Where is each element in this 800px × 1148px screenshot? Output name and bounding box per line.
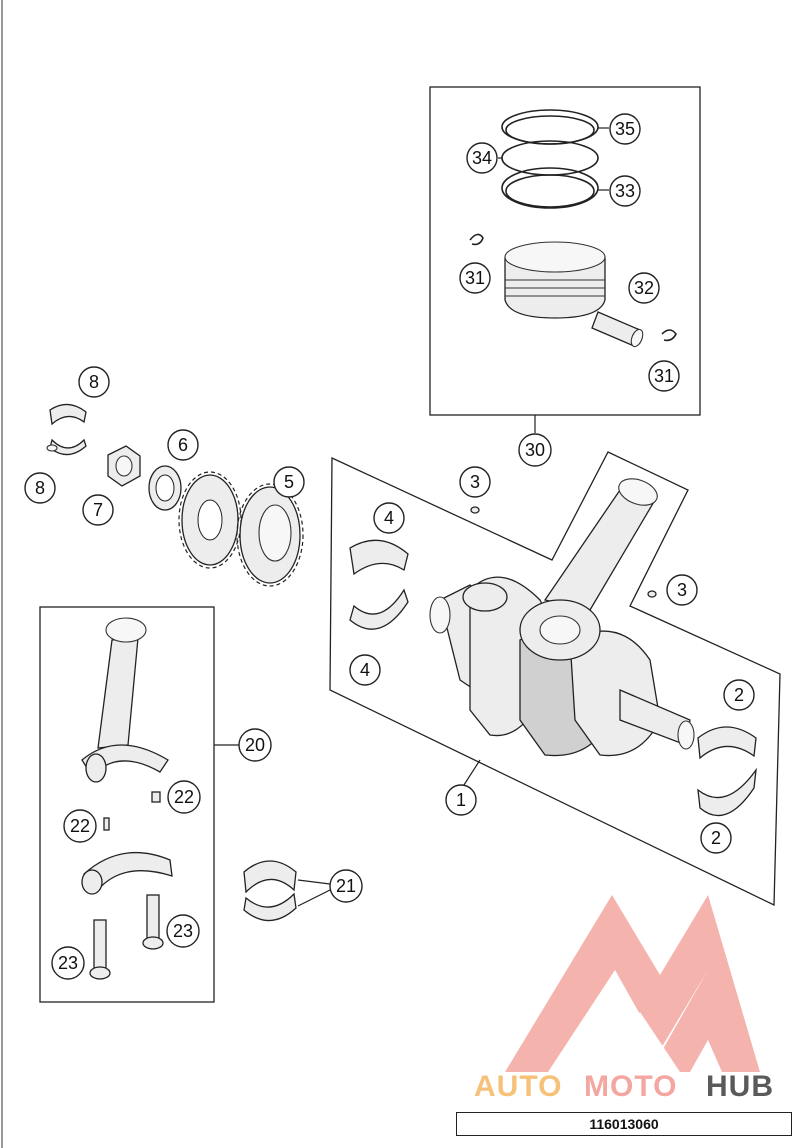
label-31a: 31 [459,262,491,294]
svg-text:1: 1 [456,790,466,810]
label-20: 20 [238,728,272,762]
dowel-3a [470,506,480,514]
label-1: 1 [445,784,477,816]
bearing-shell-8 [49,403,87,456]
label-2a: 2 [723,679,755,711]
diagram-code-text: 116013060 [589,1116,659,1132]
piston-rings [501,109,599,209]
svg-text:35: 35 [615,119,635,139]
svg-text:3: 3 [677,580,687,600]
svg-text:3: 3 [470,472,480,492]
svg-text:8: 8 [35,478,45,498]
svg-text:HUB: HUB [706,1070,774,1103]
label-23b: 23 [166,914,200,948]
brand-wordmark: AUTO MOTO HUB [474,1070,774,1103]
label-6: 6 [167,429,199,461]
label-32: 32 [628,272,660,304]
washer-6 [148,465,182,511]
main-bearing-shells-4 [349,539,409,630]
svg-text:6: 6 [178,435,188,455]
crankshaft-group-frame [329,451,781,907]
pin-22a [103,817,110,831]
nut-7 [107,445,141,487]
svg-text:20: 20 [245,735,265,755]
svg-text:8: 8 [89,372,99,392]
label-21: 21 [329,869,363,903]
connecting-rod-assembled [462,478,658,661]
svg-text:4: 4 [384,508,394,528]
piston-group-frame [429,86,701,416]
label-23a: 23 [51,946,85,980]
svg-text:4: 4 [360,660,370,680]
connecting-rod [81,617,169,783]
label-33: 33 [609,175,641,207]
svg-text:2: 2 [711,828,721,848]
gear-5 [236,483,304,587]
circlip-left [469,233,484,246]
label-7: 7 [82,494,114,526]
brand-logo [505,895,760,1072]
crankshaft [429,576,695,757]
svg-text:7: 7 [93,500,103,520]
svg-text:31: 31 [465,268,485,288]
svg-text:AUTO: AUTO [474,1070,562,1103]
small-pin-8 [46,444,58,452]
rod-cap [81,851,173,895]
svg-text:22: 22 [70,816,90,836]
rod-bolt-23b [142,894,164,950]
label-31b: 31 [648,360,680,392]
label-3b: 3 [666,574,698,606]
label-22b: 22 [167,780,201,814]
pin-22b [151,791,161,803]
dowel-3b [647,590,657,598]
label-30: 30 [518,433,552,467]
svg-text:23: 23 [58,953,78,973]
svg-text:MOTO: MOTO [584,1070,677,1103]
main-bearing-shells-2 [697,726,757,817]
svg-text:32: 32 [634,278,654,298]
rod-bolt-23a [89,919,111,980]
label-3a: 3 [459,466,491,498]
svg-text:31: 31 [654,366,674,386]
svg-text:2: 2 [734,685,744,705]
svg-text:5: 5 [284,472,294,492]
label-22a: 22 [63,809,97,843]
label-8b: 8 [24,472,56,504]
leader-1 [461,759,481,789]
label-2b: 2 [700,822,732,854]
label-4a: 4 [373,502,405,534]
label-5: 5 [273,466,305,498]
label-34: 34 [466,142,498,174]
svg-text:22: 22 [174,787,194,807]
svg-text:34: 34 [472,148,492,168]
svg-text:30: 30 [525,440,545,460]
label-35: 35 [609,113,641,145]
svg-text:33: 33 [615,181,635,201]
svg-text:21: 21 [336,876,356,896]
wrist-pin [591,311,644,348]
circlip-right [661,329,677,342]
diagram-code: 116013060 [456,1112,792,1136]
label-8a: 8 [78,366,110,398]
label-4b: 4 [349,654,381,686]
gear-6 [178,471,242,569]
svg-text:23: 23 [173,921,193,941]
rod-bearing-shells-21 [243,860,297,922]
con-rod-group-frame [39,606,215,1003]
piston [504,241,606,319]
